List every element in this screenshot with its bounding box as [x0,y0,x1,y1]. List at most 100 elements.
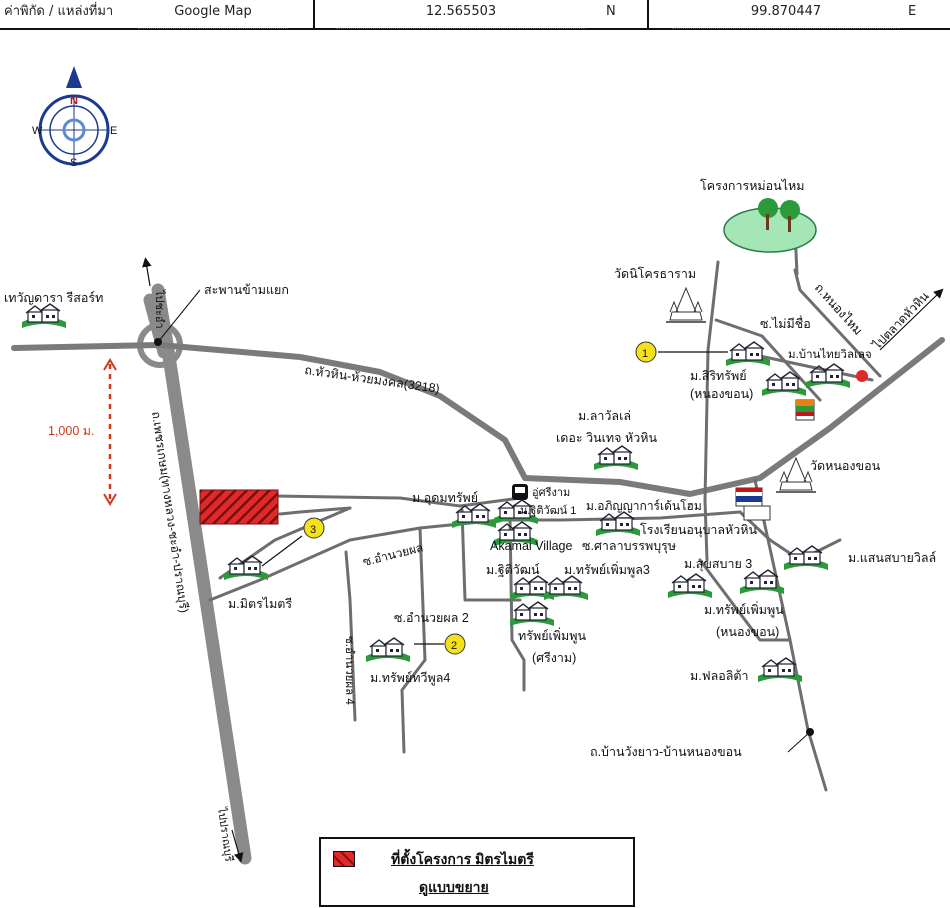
marker-2[interactable] [444,633,466,655]
label-u-dom-sap: ม.อุดมทรัพย์ [412,491,478,506]
highway-phetkasem [151,283,252,865]
house-icon [543,575,589,601]
map-source: Google Map [138,0,288,29]
label-thitiwat-1: ม.ฐิติวัฒน์ 1 [520,504,576,517]
legend-expand-link[interactable]: ดูแบบขยาย [419,879,489,895]
label-aphinya-home: ม.อภิญญาการ์เด้นโฮม [586,499,702,513]
compass-w: W [32,125,43,137]
road-nong-mai [793,268,882,378]
label-flyover: สะพานข้ามแยก [204,283,289,297]
soi-inner-loop [460,508,522,602]
label-floralita: ม.ฟลอลิต้า [690,669,749,683]
coordinates-header: ค่าพิกัด / แหล่งที่มา Google Map 12.5655… [0,0,950,30]
header-divider [313,0,315,28]
marker-pointer [261,535,303,567]
label-akamai: Akamai Village [490,539,573,553]
house-icon [223,555,269,581]
soi-amnuay-phon-4 [400,526,427,754]
label-anuban-school: โรงเรียนอนุบาลหัวหิน [640,522,758,538]
store-icon [795,399,815,421]
compass-n: N [70,95,78,107]
legend-title: ที่ตั้งโครงการ มิตรไมตรี [391,851,534,867]
label-sri-ngam: (ศรีงาม) [532,651,576,665]
project-location[interactable] [199,489,279,525]
house-icon [365,637,411,663]
marker-2-label: 2 [451,640,457,652]
flyover-pointer [157,289,201,343]
coordinate-label: ค่าพิกัด / แหล่งที่มา [4,4,114,19]
label-lake-project: โครงการหม่อนไหม [700,178,805,193]
label-wang-yao-road: ถ.บ้านวังยาว-บ้านหนองขอน [590,745,742,759]
label-to-market: ไปตลาดหัวหิน [869,289,931,353]
marker-1[interactable] [635,341,657,363]
arrow-pranburi [231,829,244,863]
compass-s: S [70,157,77,169]
label-thitiwat: ม.ฐิติวัฒน์ [486,563,540,577]
label-siri-sap: ม.สิริทรัพย์ [690,369,747,383]
label-soi-amnuay-phon: ซ.อำนวยผล [361,540,424,569]
road-wang-yao [753,478,828,792]
arrow-cha-am [142,257,152,287]
project-swatch [333,851,355,867]
house-icon [667,573,713,599]
road-project-access [273,494,522,508]
soi-mai-mi-chue [714,318,822,402]
label-sap-phoemphun-sri: ทรัพย์เพิ่มพูน [518,627,587,644]
house-icon [595,511,641,537]
label-saen-sabai: ม.แสนสบายวิลล์ [848,551,936,565]
road-pointer [787,731,811,753]
label-wat-nong-khon: วัดหนองขอน [810,459,881,473]
label-sap-thawiphun4: ม.ทรัพย์ทวีพูล4 [370,671,450,686]
house-icon [21,303,67,329]
arrow-market [879,288,944,351]
road-nong-khon-north [703,260,720,562]
marker-1-label: 1 [642,348,648,360]
house-icon [593,445,639,471]
label-wat-nikhot: วัดนิโครธาราม [614,266,696,281]
road-3218 [11,337,945,497]
house-icon [725,341,771,367]
header-divider [647,0,649,28]
label-sap-phoemphun3: ม.ทรัพย์เพิ่มพูล3 [564,561,650,578]
wat-nikhot-icon [665,287,707,323]
north-arrow-icon [66,66,82,88]
label-soi-amnuay-phon-4: ซ.อำนวยผล 4 [343,636,356,705]
label-u-sri-ngam: อู่ศรีงาม [532,486,570,499]
soi-amnuay-phon-2 [508,518,526,692]
label-nong-khon-2: (หนองขอน) [716,625,779,639]
village-logo-icon [856,370,868,382]
latitude-direction: N [606,4,616,19]
distance-label: 1,000 ม. [48,424,94,438]
label-soi-mai-mi-chue: ซ.ไม่มีชื่อ [760,315,811,331]
label-suk-sabai3: ม.สุขสบาย 3 [684,557,752,572]
school-icon [735,487,771,521]
house-icon [509,601,555,627]
label-cha-am: ไปชะอำ [153,289,166,329]
road-suk-sabai [698,558,792,642]
label-the-vintage: เดอะ วินเทจ หัวหิน [556,431,657,445]
label-resort: เทวัญดารา รีสอร์ท [4,291,103,305]
label-ban-thai-villa: ม.บ้านไทยวิลเลจ [788,348,872,361]
longitude-value: 99.870447 [672,0,900,29]
label-sala-banphaburut: ซ.ศาลาบรรพบุรุษ [582,539,676,554]
label-nong-khon-1: (หนองขอน) [690,387,753,401]
label-lawanle: ม.ลาวัลเล่ [578,409,631,423]
map-legend: ที่ตั้งโครงการ มิตรไมตรี ดูแบบขยาย [319,837,635,907]
tree-icon [758,198,800,232]
house-icon [451,503,497,529]
road-saen-sabai [738,510,842,562]
compass-e: E [110,125,117,137]
soi-branch [344,550,357,722]
label-mit-maitri: ม.มิตรไมตรี [228,597,292,611]
latitude-value: 12.565503 [336,0,586,29]
compass-rose: N S W E [32,66,117,169]
longitude-direction: E [908,4,917,19]
bus-icon [512,484,528,500]
marker-3[interactable] [303,517,325,539]
road-link [278,506,352,516]
marker-3-label: 3 [310,524,316,536]
label-soi-amnuay-phon-2: ซ.อำนวยผล 2 [394,611,469,625]
label-sap-phoemphun-nong: ม.ทรัพย์เพิ่มพูน [704,601,784,618]
